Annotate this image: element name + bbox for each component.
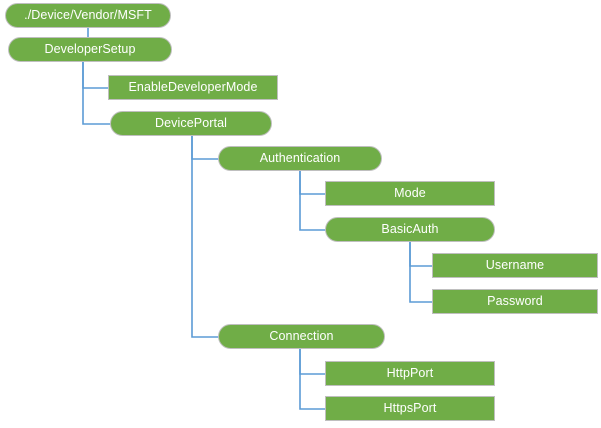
tree-node-label: ./Device/Vendor/MSFT bbox=[24, 8, 152, 23]
tree-edge-basicauth-to-username bbox=[409, 241, 433, 267]
tree-node-label: BasicAuth bbox=[381, 222, 439, 237]
tree-node-basicauth[interactable]: BasicAuth bbox=[325, 217, 495, 242]
tree-node-root[interactable]: ./Device/Vendor/MSFT bbox=[5, 3, 171, 28]
tree-node-label: Authentication bbox=[259, 151, 341, 166]
tree-node-label: DevicePortal bbox=[154, 116, 228, 131]
tree-edge-basicauth-to-password bbox=[409, 241, 433, 303]
tree-node-label: HttpPort bbox=[386, 366, 434, 381]
tree-node-developersetup[interactable]: DeveloperSetup bbox=[8, 37, 172, 62]
tree-node-password[interactable]: Password bbox=[432, 289, 598, 314]
tree-node-label: Connection bbox=[269, 329, 334, 344]
tree-edge-deviceportal-to-authentication bbox=[191, 135, 219, 160]
tree-edge-deviceportal-to-connection bbox=[191, 135, 219, 338]
tree-edge-connection-to-httpport bbox=[299, 348, 326, 375]
tree-node-authentication[interactable]: Authentication bbox=[218, 146, 382, 171]
tree-node-httpsport[interactable]: HttpsPort bbox=[325, 396, 495, 421]
tree-edge-developersetup-to-enabledevelopermode bbox=[82, 61, 109, 89]
tree-node-mode[interactable]: Mode bbox=[325, 181, 495, 206]
tree-edge-authentication-to-mode bbox=[299, 170, 326, 195]
tree-node-label: DeveloperSetup bbox=[44, 42, 136, 57]
tree-edge-developersetup-to-deviceportal bbox=[82, 61, 111, 125]
tree-node-label: EnableDeveloperMode bbox=[128, 80, 258, 95]
tree-node-httpport[interactable]: HttpPort bbox=[325, 361, 495, 386]
tree-node-username[interactable]: Username bbox=[432, 253, 598, 278]
tree-node-connection[interactable]: Connection bbox=[218, 324, 385, 349]
tree-node-label: Mode bbox=[394, 186, 426, 201]
tree-node-label: HttpsPort bbox=[383, 401, 437, 416]
tree-node-label: Password bbox=[487, 294, 543, 309]
tree-node-label: Username bbox=[485, 258, 545, 273]
tree-edge-connection-to-httpsport bbox=[299, 348, 326, 410]
tree-node-deviceportal[interactable]: DevicePortal bbox=[110, 111, 272, 136]
tree-node-enabledevelopermode[interactable]: EnableDeveloperMode bbox=[108, 75, 278, 100]
tree-edge-authentication-to-basicauth bbox=[299, 170, 326, 231]
